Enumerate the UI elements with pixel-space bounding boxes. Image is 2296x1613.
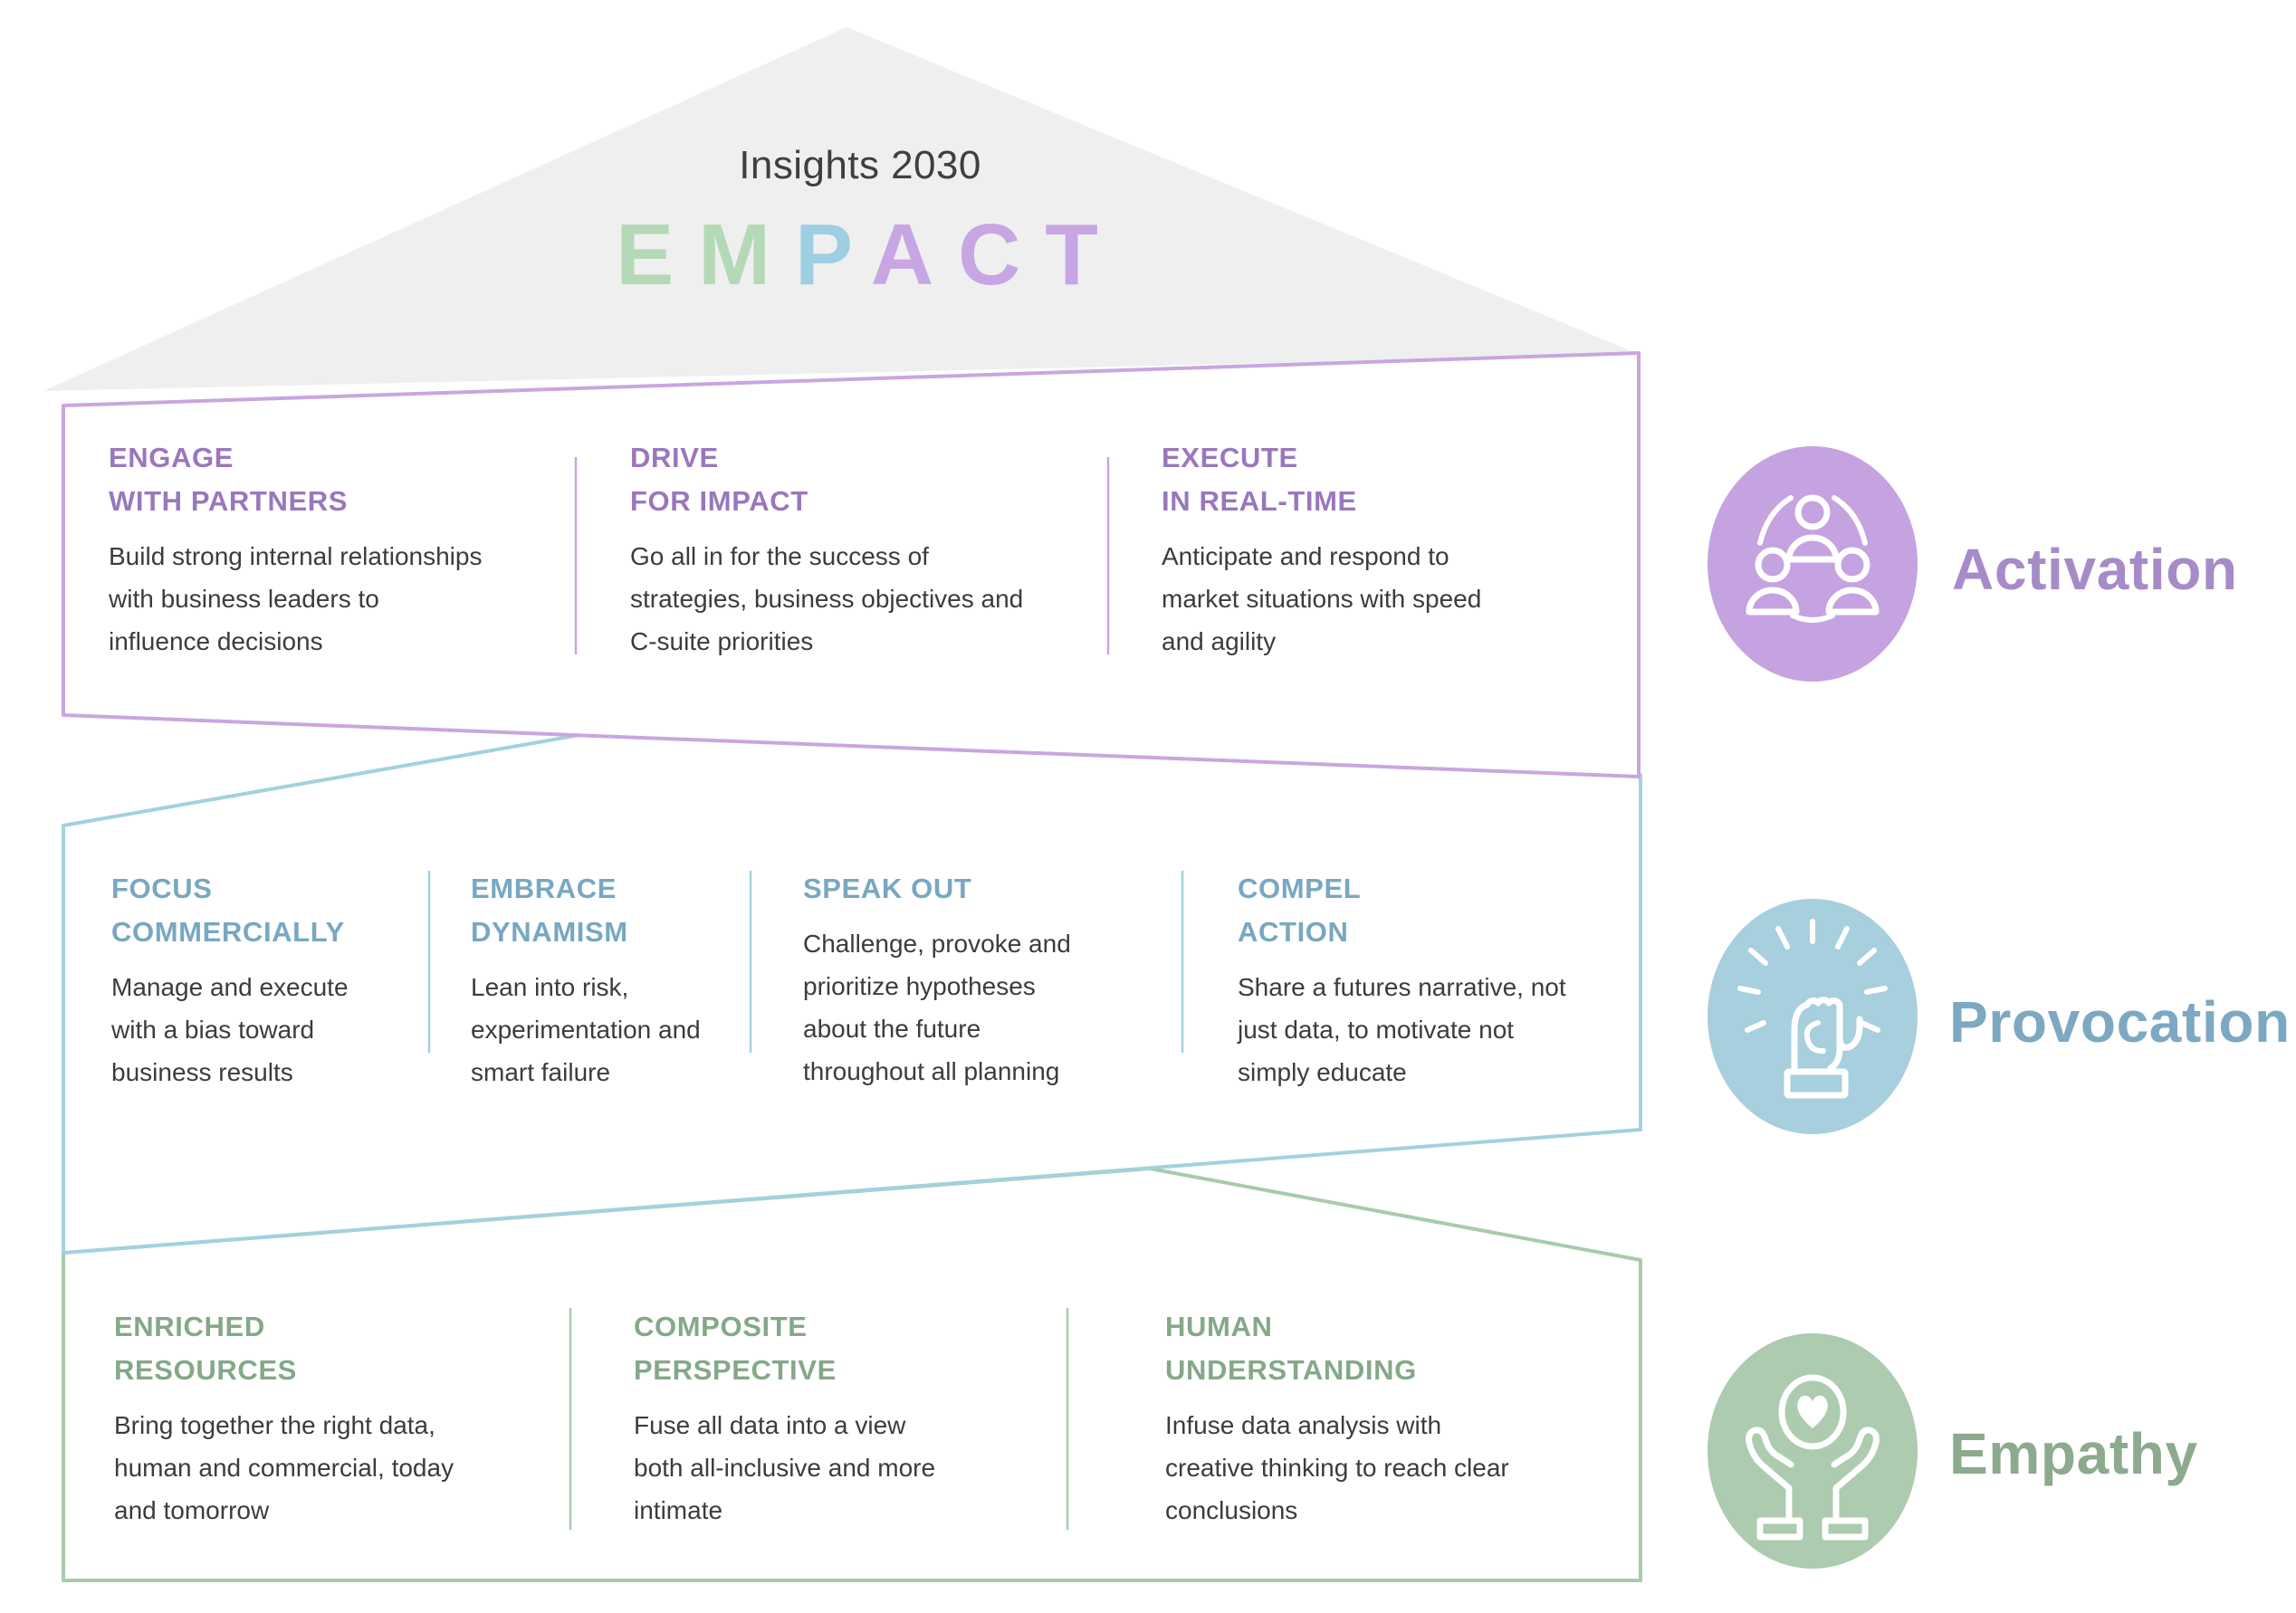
card-heading: ENRICHED RESOURCES	[114, 1311, 297, 1386]
legend-label-empathy: Empathy	[1949, 1421, 2198, 1486]
card-speak-out: SPEAK OUT Challenge, provoke and priorit…	[803, 867, 1174, 1093]
people-network-icon	[1708, 446, 1918, 682]
card-composite-perspective: COMPOSITE PERSPECTIVE Fuse all data into…	[634, 1305, 1068, 1532]
card-enriched-resources: ENRICHED RESOURCES Bring together the ri…	[114, 1305, 567, 1532]
card-body: Go all in for the success of strategies,…	[630, 542, 1024, 655]
hands-heart-icon	[1708, 1333, 1918, 1569]
card-compel-action: COMPEL ACTION Share a futures narrative,…	[1238, 867, 1645, 1093]
card-body: Manage and execute with a bias toward bu…	[111, 973, 349, 1086]
roof-triangle	[43, 27, 1641, 391]
brand-letter: C	[958, 206, 1046, 303]
card-heading: EMBRACE DYNAMISM	[471, 873, 628, 948]
card-human-understanding: HUMAN UNDERSTANDING Infuse data analysis…	[1165, 1305, 1609, 1532]
card-heading: EXECUTE IN REAL-TIME	[1162, 442, 1357, 517]
card-body: Build strong internal relationships with…	[109, 542, 483, 655]
legend-circle	[1708, 1333, 1918, 1569]
card-heading: DRIVE FOR IMPACT	[630, 442, 808, 517]
brand-letter: P	[795, 206, 871, 303]
legend-circle	[1708, 446, 1918, 682]
card-heading: HUMAN UNDERSTANDING	[1165, 1311, 1417, 1386]
card-body: Anticipate and respond to market situati…	[1162, 542, 1482, 655]
card-heading: COMPOSITE PERSPECTIVE	[634, 1311, 837, 1386]
activation-band-outline	[62, 351, 1641, 778]
card-heading: ENGAGE WITH PARTNERS	[109, 442, 349, 517]
legend-label-provocation: Provocation	[1949, 989, 2291, 1055]
provocation-band-outline	[62, 732, 1642, 1255]
diagram-title: Insights 2030	[739, 143, 981, 187]
card-execute-in-real-time: EXECUTE IN REAL-TIME Anticipate and resp…	[1162, 436, 1614, 663]
brand-letter: E	[616, 206, 699, 303]
brand-empact: EMPACT	[579, 209, 1159, 301]
card-heading: FOCUS COMMERCIALLY	[111, 873, 345, 948]
card-embrace-dynamism: EMBRACE DYNAMISM Lean into risk, experim…	[471, 867, 770, 1093]
brand-letter: A	[870, 206, 959, 303]
card-focus-commercially: FOCUS COMMERCIALLY Manage and execute wi…	[111, 867, 419, 1093]
card-drive-for-impact: DRIVE FOR IMPACT Go all in for the succe…	[630, 436, 1101, 663]
raised-fist-icon	[1708, 899, 1918, 1134]
card-body: Challenge, provoke and prioritize hypoth…	[803, 930, 1071, 1085]
card-heading: SPEAK OUT	[803, 873, 972, 904]
card-engage-with-partners: ENGAGE WITH PARTNERS Build strong intern…	[109, 436, 561, 663]
legend-label-activation: Activation	[1952, 537, 2238, 602]
card-body: Infuse data analysis with creative think…	[1165, 1411, 1509, 1524]
card-body: Fuse all data into a view both all-inclu…	[634, 1411, 936, 1524]
brand-letter: M	[698, 206, 795, 303]
card-heading: COMPEL ACTION	[1238, 873, 1362, 948]
brand-letter: T	[1045, 206, 1123, 303]
card-body: Share a futures narrative, not just data…	[1238, 973, 1566, 1086]
card-body: Lean into risk, experimentation and smar…	[471, 973, 701, 1086]
card-body: Bring together the right data, human and…	[114, 1411, 454, 1524]
